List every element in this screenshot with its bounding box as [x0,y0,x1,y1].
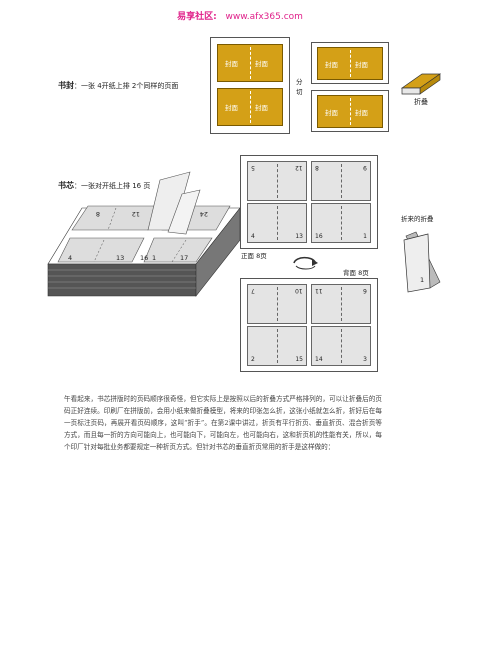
site-header: 易享社区: www.afx365.com [0,9,480,22]
cut-label-2: 切 [296,88,303,96]
back-page-pair-tr: 11 6 [311,284,371,324]
back-sheet: 7 10 11 6 2 15 14 3 [240,278,378,372]
cover-title: 书封 [58,81,74,90]
front-page-pair-tr: 8 9 [311,161,371,201]
stacked-sheets-illustration: 8 12 24 4 13 16 1 17 [47,171,241,297]
cover-sheet-uncut: 封面 封面 封面 封面 [210,37,290,134]
core-title: 书芯 [58,181,74,190]
stack-num-4: 4 [68,254,72,262]
back-page-pair-tl: 7 10 [247,284,307,324]
site-url[interactable]: www.afx365.com [225,12,303,22]
front-page-pair-br: 16 1 [311,203,371,243]
body-paragraph: 午看起来，书芯拼版时的页码顺序很奇怪，但它实际上是按照以后的折叠方式严格排列的，… [64,395,382,451]
cover-sheet-cut-top: 封面 封面 [311,42,389,84]
stack-num-16: 16 [140,254,148,262]
core-desc: ：一张对开纸上排 16 页 [74,182,151,190]
front-sheet: 5 12 8 9 4 13 16 1 [240,155,378,249]
folded-num-1: 1 [420,276,424,284]
stack-num-17: 17 [180,254,188,262]
back-page-pair-bl: 2 15 [247,326,307,366]
stack-num-24: 24 [200,210,208,218]
brand-logo-text: 易享社区: [177,12,217,22]
cover-pair-bottom: 封面 封面 [217,88,283,126]
flip-arrow-icon [293,256,318,270]
folded-cover-illustration [400,73,442,95]
folded-booklet-illustration: 1 [403,231,441,293]
cover-label: 书封：一张 4开纸上排 2个同样的页面 [58,80,178,91]
core-label: 书芯：一张对开纸上排 16 页 [58,180,150,191]
back-page-pair-br: 14 3 [311,326,371,366]
stack-num-1: 1 [152,254,156,262]
front-label: 正面 8页 [241,252,267,260]
fold-label: 折叠 [414,98,428,106]
front-page-pair-bl: 4 13 [247,203,307,243]
back-label: 背面 8页 [343,269,369,277]
cut-label-1: 分 [296,78,303,86]
stack-num-8: 8 [96,210,100,218]
cover-desc: ：一张 4开纸上排 2个同样的页面 [74,82,179,90]
stack-num-13: 13 [116,254,124,262]
cover-sheet-cut-bottom: 封面 封面 [311,90,389,132]
front-page-pair-tl: 5 12 [247,161,307,201]
stack-num-12: 12 [132,210,140,218]
folded-label: 折来的折叠 [401,215,434,223]
cover-pair-top: 封面 封面 [217,44,283,82]
